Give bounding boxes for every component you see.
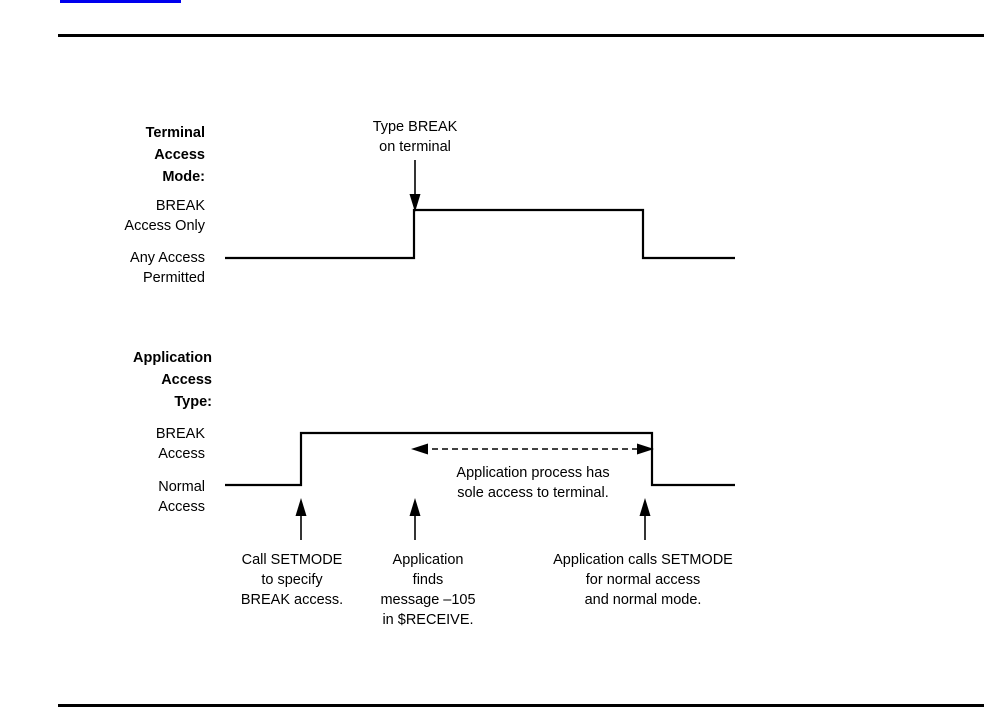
level-label-break-access-line-1: BREAK bbox=[156, 426, 205, 442]
page-link-underline[interactable] bbox=[60, 0, 181, 3]
level-label-normal-access-line-2: Access bbox=[158, 499, 205, 515]
timing-diagram-svg: Terminal Access Mode: BREAK Access Only … bbox=[124, 119, 735, 628]
callout-message-105-line-3: message –105 bbox=[380, 592, 475, 608]
span-note-line-2: sole access to terminal. bbox=[457, 485, 609, 501]
level-label-any-access-permitted-line-1: Any Access bbox=[130, 250, 205, 266]
panel2-heading-line-1: Application bbox=[133, 350, 212, 366]
waveform-terminal-access-mode bbox=[225, 208, 735, 260]
span-arrow-sole-access bbox=[411, 443, 654, 455]
arrow-down-icon-type-break bbox=[409, 160, 421, 212]
callout-setmode-normal-line-3: and normal mode. bbox=[585, 592, 702, 608]
callout-setmode-break-line-1: Call SETMODE bbox=[242, 552, 343, 568]
header-rule bbox=[58, 34, 984, 37]
callout-setmode-break-line-2: to specify bbox=[261, 572, 323, 588]
callout-message-105-line-4: in $RECEIVE. bbox=[382, 612, 473, 628]
panel2-heading-line-3: Type: bbox=[174, 394, 212, 410]
level-label-break-access-only-line-1: BREAK bbox=[156, 198, 205, 214]
panel-application-access-type: Application Access Type: BREAK Access No… bbox=[133, 350, 735, 628]
panel-heading-line-2: Access bbox=[154, 147, 205, 163]
level-label-any-access-permitted-line-2: Permitted bbox=[143, 270, 205, 286]
callout-setmode-normal-line-1: Application calls SETMODE bbox=[553, 552, 733, 568]
level-label-normal-access-line-1: Normal bbox=[158, 479, 205, 495]
figure-terminal-break-timing: Terminal Access Mode: BREAK Access Only … bbox=[0, 40, 984, 700]
annotation-type-break-line-1: Type BREAK bbox=[373, 119, 458, 135]
level-label-break-access-line-2: Access bbox=[158, 446, 205, 462]
panel-heading-line-3: Mode: bbox=[162, 169, 205, 185]
panel-terminal-access-mode: Terminal Access Mode: BREAK Access Only … bbox=[124, 119, 735, 286]
callout-setmode-normal-line-2: for normal access bbox=[586, 572, 700, 588]
waveform-application-access-type bbox=[225, 431, 735, 487]
arrow-up-icon-callout-message-105 bbox=[409, 498, 421, 540]
annotation-type-break-line-2: on terminal bbox=[379, 139, 451, 155]
level-label-break-access-only-line-2: Access Only bbox=[124, 218, 205, 234]
panel2-heading-line-2: Access bbox=[161, 372, 212, 388]
arrow-up-icon-callout-setmode-normal bbox=[639, 498, 651, 540]
callout-setmode-break-line-3: BREAK access. bbox=[241, 592, 343, 608]
callout-message-105-line-1: Application bbox=[393, 552, 464, 568]
footer-rule bbox=[58, 704, 984, 707]
arrow-up-icon-callout-setmode-break bbox=[295, 498, 307, 540]
span-note-line-1: Application process has bbox=[456, 465, 609, 481]
callout-message-105-line-2: finds bbox=[413, 572, 444, 588]
panel-heading-line-1: Terminal bbox=[146, 125, 205, 141]
